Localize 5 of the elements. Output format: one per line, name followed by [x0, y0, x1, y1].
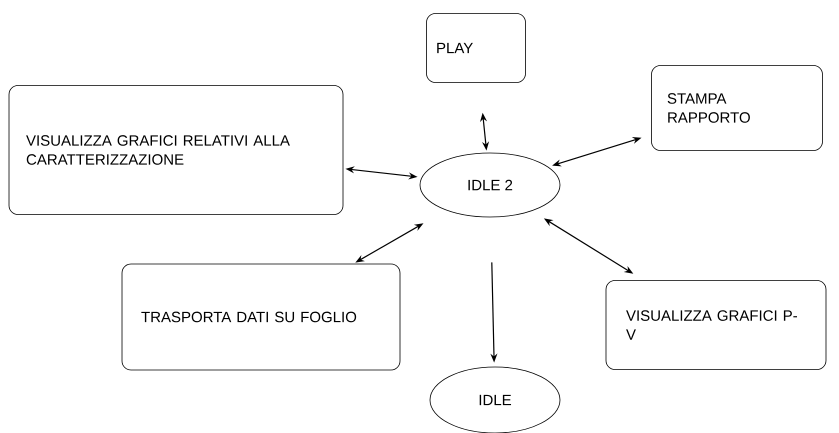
- state-box: PLAY: [426, 13, 526, 83]
- state-box: TRASPORTA DATI SU FOGLIO: [122, 264, 400, 370]
- state-box: VISUALIZZA GRAFICI RELATIVI ALLA CARATTERIZZAZIONE: [8, 85, 344, 215]
- state-box: STAMPA RAPPORTO: [651, 65, 823, 151]
- state-box: VISUALIZZA GRAFICI P-V: [606, 280, 826, 370]
